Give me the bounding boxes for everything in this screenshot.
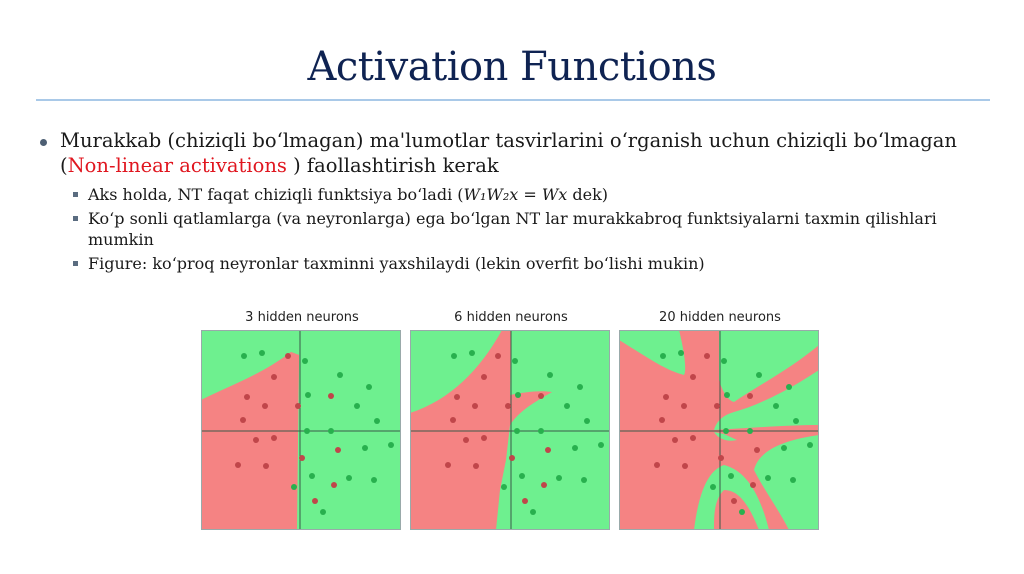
sub-bullet-3: Figure: ko‘proq neyronlar taxminni yaxsh… xyxy=(36,253,996,274)
slide-title: Activation Functions xyxy=(307,44,717,90)
slide-body: Murakkab (chiziqli bo‘lmagan) ma'lumotla… xyxy=(36,128,996,274)
panel-title: 6 hidden neurons xyxy=(454,310,568,325)
sub-bullet-text: Figure: ko‘proq neyronlar taxminni yaxsh… xyxy=(88,254,705,273)
square-bullet-icon xyxy=(73,192,78,197)
bullet-main: Murakkab (chiziqli bo‘lmagan) ma'lumotla… xyxy=(36,128,996,178)
sub-bullet-text: Ko‘p sonli qatlamlarga (va neyronlarga) … xyxy=(88,209,937,249)
sub-bullet-2: Ko‘p sonli qatlamlarga (va neyronlarga) … xyxy=(36,208,996,250)
math-expression: W₁W₂x = Wx xyxy=(463,185,568,204)
decision-boundary-plot xyxy=(201,330,401,530)
bullet-text-after: ) faollashtirish kerak xyxy=(286,154,499,177)
panel-title: 3 hidden neurons xyxy=(245,310,359,325)
highlight-text: Non-linear activations xyxy=(67,154,287,177)
figure-panel-6-neurons: 6 hidden neurons xyxy=(410,310,612,532)
round-bullet-icon xyxy=(40,139,47,146)
sub-bullet-text: Aks holda, NT faqat chiziqli funktsiya b… xyxy=(88,185,464,204)
decision-boundary-plot xyxy=(619,330,819,530)
figure-panel-20-neurons: 20 hidden neurons xyxy=(619,310,821,532)
square-bullet-icon xyxy=(73,261,78,266)
square-bullet-icon xyxy=(73,216,78,221)
decision-boundary-plot xyxy=(410,330,610,530)
panel-title: 20 hidden neurons xyxy=(659,310,781,325)
sub-bullet-1: Aks holda, NT faqat chiziqli funktsiya b… xyxy=(36,184,996,205)
bullet-text: Murakkab (chiziqli bo‘lmagan) ma'lumotla… xyxy=(60,129,957,177)
title-divider xyxy=(36,99,990,101)
figure-panel-3-neurons: 3 hidden neurons xyxy=(201,310,403,532)
sub-bullet-text-after: dek) xyxy=(567,185,609,204)
